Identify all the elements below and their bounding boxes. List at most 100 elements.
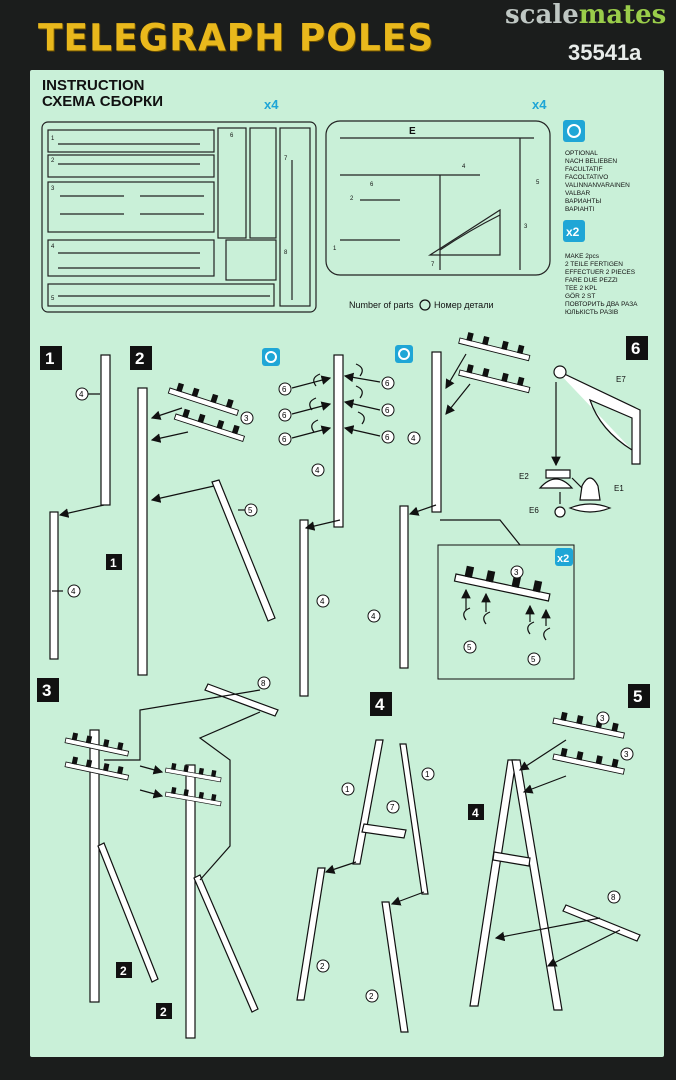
detail-inset: x2 3 5 5 — [437, 544, 575, 680]
step4-ref-1b: 1 — [425, 770, 430, 779]
legend-number-of-parts-ru: Номер детали — [434, 300, 493, 310]
watermark-part1: scale — [505, 0, 579, 30]
step-badge-3: 3 — [37, 678, 59, 702]
sprue-right-letter: E — [409, 126, 416, 137]
ref-6-label-4: 6 — [385, 379, 390, 388]
sprue-left-num-8: 8 — [284, 250, 288, 256]
ref-step1-label: 1 — [110, 556, 117, 570]
optional-text-block: OPTIONAL NACH BELIEBEN FACULTATIF FACOLT… — [565, 150, 630, 213]
step-3-drawing — [64, 683, 279, 1039]
instruction-title-ru: СХЕМА СБОРКИ — [42, 93, 163, 110]
ref-4-label-c: 4 — [315, 466, 320, 475]
sprue-right-num-2: 2 — [350, 196, 354, 202]
step-6-label: 6 — [631, 339, 640, 358]
step-6-refs: E7 E2 E1 E6 — [519, 375, 626, 515]
step-2-drawing — [137, 380, 276, 676]
ref-4-label-f: 4 — [371, 612, 376, 621]
legend-number-of-parts: Number of parts — [349, 300, 414, 310]
inset-ref-5b: 5 — [531, 655, 536, 664]
sprue-left-multiplier: x4 — [264, 97, 279, 112]
sprue-left-num-4: 4 — [51, 244, 55, 250]
optional-line-8: ВАРІАНТІ — [565, 206, 595, 213]
ref-e6: E6 — [529, 506, 539, 515]
ref-6-label-3: 6 — [282, 435, 287, 444]
sprue-right-num-3: 3 — [524, 224, 528, 230]
ref-6-label-5: 6 — [385, 406, 390, 415]
step3-ref-box-2b: 2 — [160, 1005, 167, 1019]
step5-ref-3a: 3 — [600, 714, 605, 723]
ref-4-label: 4 — [79, 390, 84, 399]
part-circle-icon — [419, 299, 431, 311]
optional-line-2: NACH BELIEBEN — [565, 158, 617, 165]
step-5-label: 5 — [633, 687, 642, 706]
make2-badge: x2 — [563, 220, 585, 242]
sprue-right-num-5: 5 — [536, 180, 540, 186]
step-badge-6: 6 — [626, 336, 648, 360]
inset-x2-label: x2 — [557, 553, 569, 565]
step-2-label: 2 — [135, 349, 144, 368]
kit-code: 35541a — [568, 40, 642, 65]
step-badge-1: 1 — [40, 346, 62, 370]
ref-step1-box: 1 — [106, 554, 122, 570]
ref-6-label-1: 6 — [282, 385, 287, 394]
sprue-left-num-1: 1 — [51, 136, 55, 142]
ref-5-label: 5 — [248, 506, 253, 515]
step-3-refs: 8 2 2 — [116, 676, 271, 1019]
step-3-label: 3 — [42, 681, 51, 700]
step3-ref-8: 8 — [261, 679, 266, 688]
step4-ref-2b: 2 — [369, 992, 374, 1001]
ref-6-label-2: 6 — [282, 411, 287, 420]
step4-ref-7: 7 — [390, 803, 395, 812]
sprue-right-multiplier: x4 — [532, 97, 547, 112]
step-4-label: 4 — [375, 695, 385, 714]
step-badge-2: 2 — [130, 346, 152, 370]
sprue-right-num-4: 4 — [462, 164, 466, 170]
make2-line-2: 2 TEILE FERTIGEN — [565, 261, 623, 268]
make2-badge-label: x2 — [566, 225, 580, 239]
sprue-left-numbers: 1 2 3 4 5 6 7 8 — [51, 133, 288, 302]
ref-3-step2: 3 — [240, 411, 254, 425]
make2-line-7: ПОВТОРИТЬ ДВА РАЗА — [565, 301, 638, 308]
make2-line-1: MAKE 2pcs — [565, 253, 600, 260]
step-5-drawing — [469, 710, 641, 1011]
make2-text-block: MAKE 2pcs 2 TEILE FERTIGEN EFFECTUER 2 P… — [565, 253, 638, 316]
make2-line-3: EFFECTUER 2 PIECES — [565, 269, 636, 276]
sprue-right-numbers: 1 2 3 4 5 6 7 — [333, 164, 540, 268]
instruction-heading: INSTRUCTION СХЕМА СБОРКИ — [42, 78, 163, 110]
step3-ref-box-2a: 2 — [120, 964, 127, 978]
ref-5-step2: 5 — [244, 503, 258, 517]
optional-line-4: FACOLTATIVO — [565, 174, 608, 181]
instruction-title-en: INSTRUCTION — [42, 77, 145, 94]
step5-ref-box-4: 4 — [472, 806, 479, 820]
step-2b-drawing — [399, 330, 533, 669]
make2-line-6: GÖR 2 ST — [565, 292, 595, 300]
ref-e7: E7 — [616, 375, 626, 384]
step4-ref-2a: 2 — [320, 962, 325, 971]
step-2a-drawing — [291, 354, 381, 697]
step-badge-5: 5 — [628, 684, 650, 708]
optional-line-5: VALINNANVARAINEN — [565, 182, 630, 189]
watermark-part2: mates — [578, 0, 667, 30]
ref-6-group-a: 6 6 6 6 6 6 4 4 — [278, 376, 395, 608]
inset-ref-5a: 5 — [467, 643, 472, 652]
make2-line-5: TEE 2 KPL — [565, 285, 598, 292]
ref-3-label: 3 — [244, 414, 249, 423]
step-4-drawing — [296, 739, 429, 1033]
ref-4-step1b: 4 — [67, 584, 81, 598]
optional-icon-step2a — [262, 348, 280, 366]
ref-4-label-e: 4 — [411, 434, 416, 443]
ref-4-group-b: 4 4 — [367, 431, 421, 623]
watermark-logo: scalemates — [505, 0, 666, 30]
step-4-refs: 1 1 7 2 2 — [316, 767, 435, 1003]
inset-ref-3: 3 — [514, 568, 519, 577]
optional-line-1: OPTIONAL — [565, 150, 598, 157]
optional-line-7: ВАРИАНТЫ — [565, 198, 601, 205]
step-badge-4: 4 — [370, 692, 392, 716]
optional-line-6: VALBAR — [565, 190, 590, 197]
ref-4-label-b: 4 — [71, 587, 76, 596]
optional-icon-step2b — [395, 345, 413, 363]
optional-icon — [563, 120, 585, 142]
ref-4-step1a: 4 — [75, 387, 89, 401]
step5-ref-3b: 3 — [624, 750, 629, 759]
make2-line-8: ЮЛЬКІСТЬ РАЗІВ — [565, 309, 618, 316]
